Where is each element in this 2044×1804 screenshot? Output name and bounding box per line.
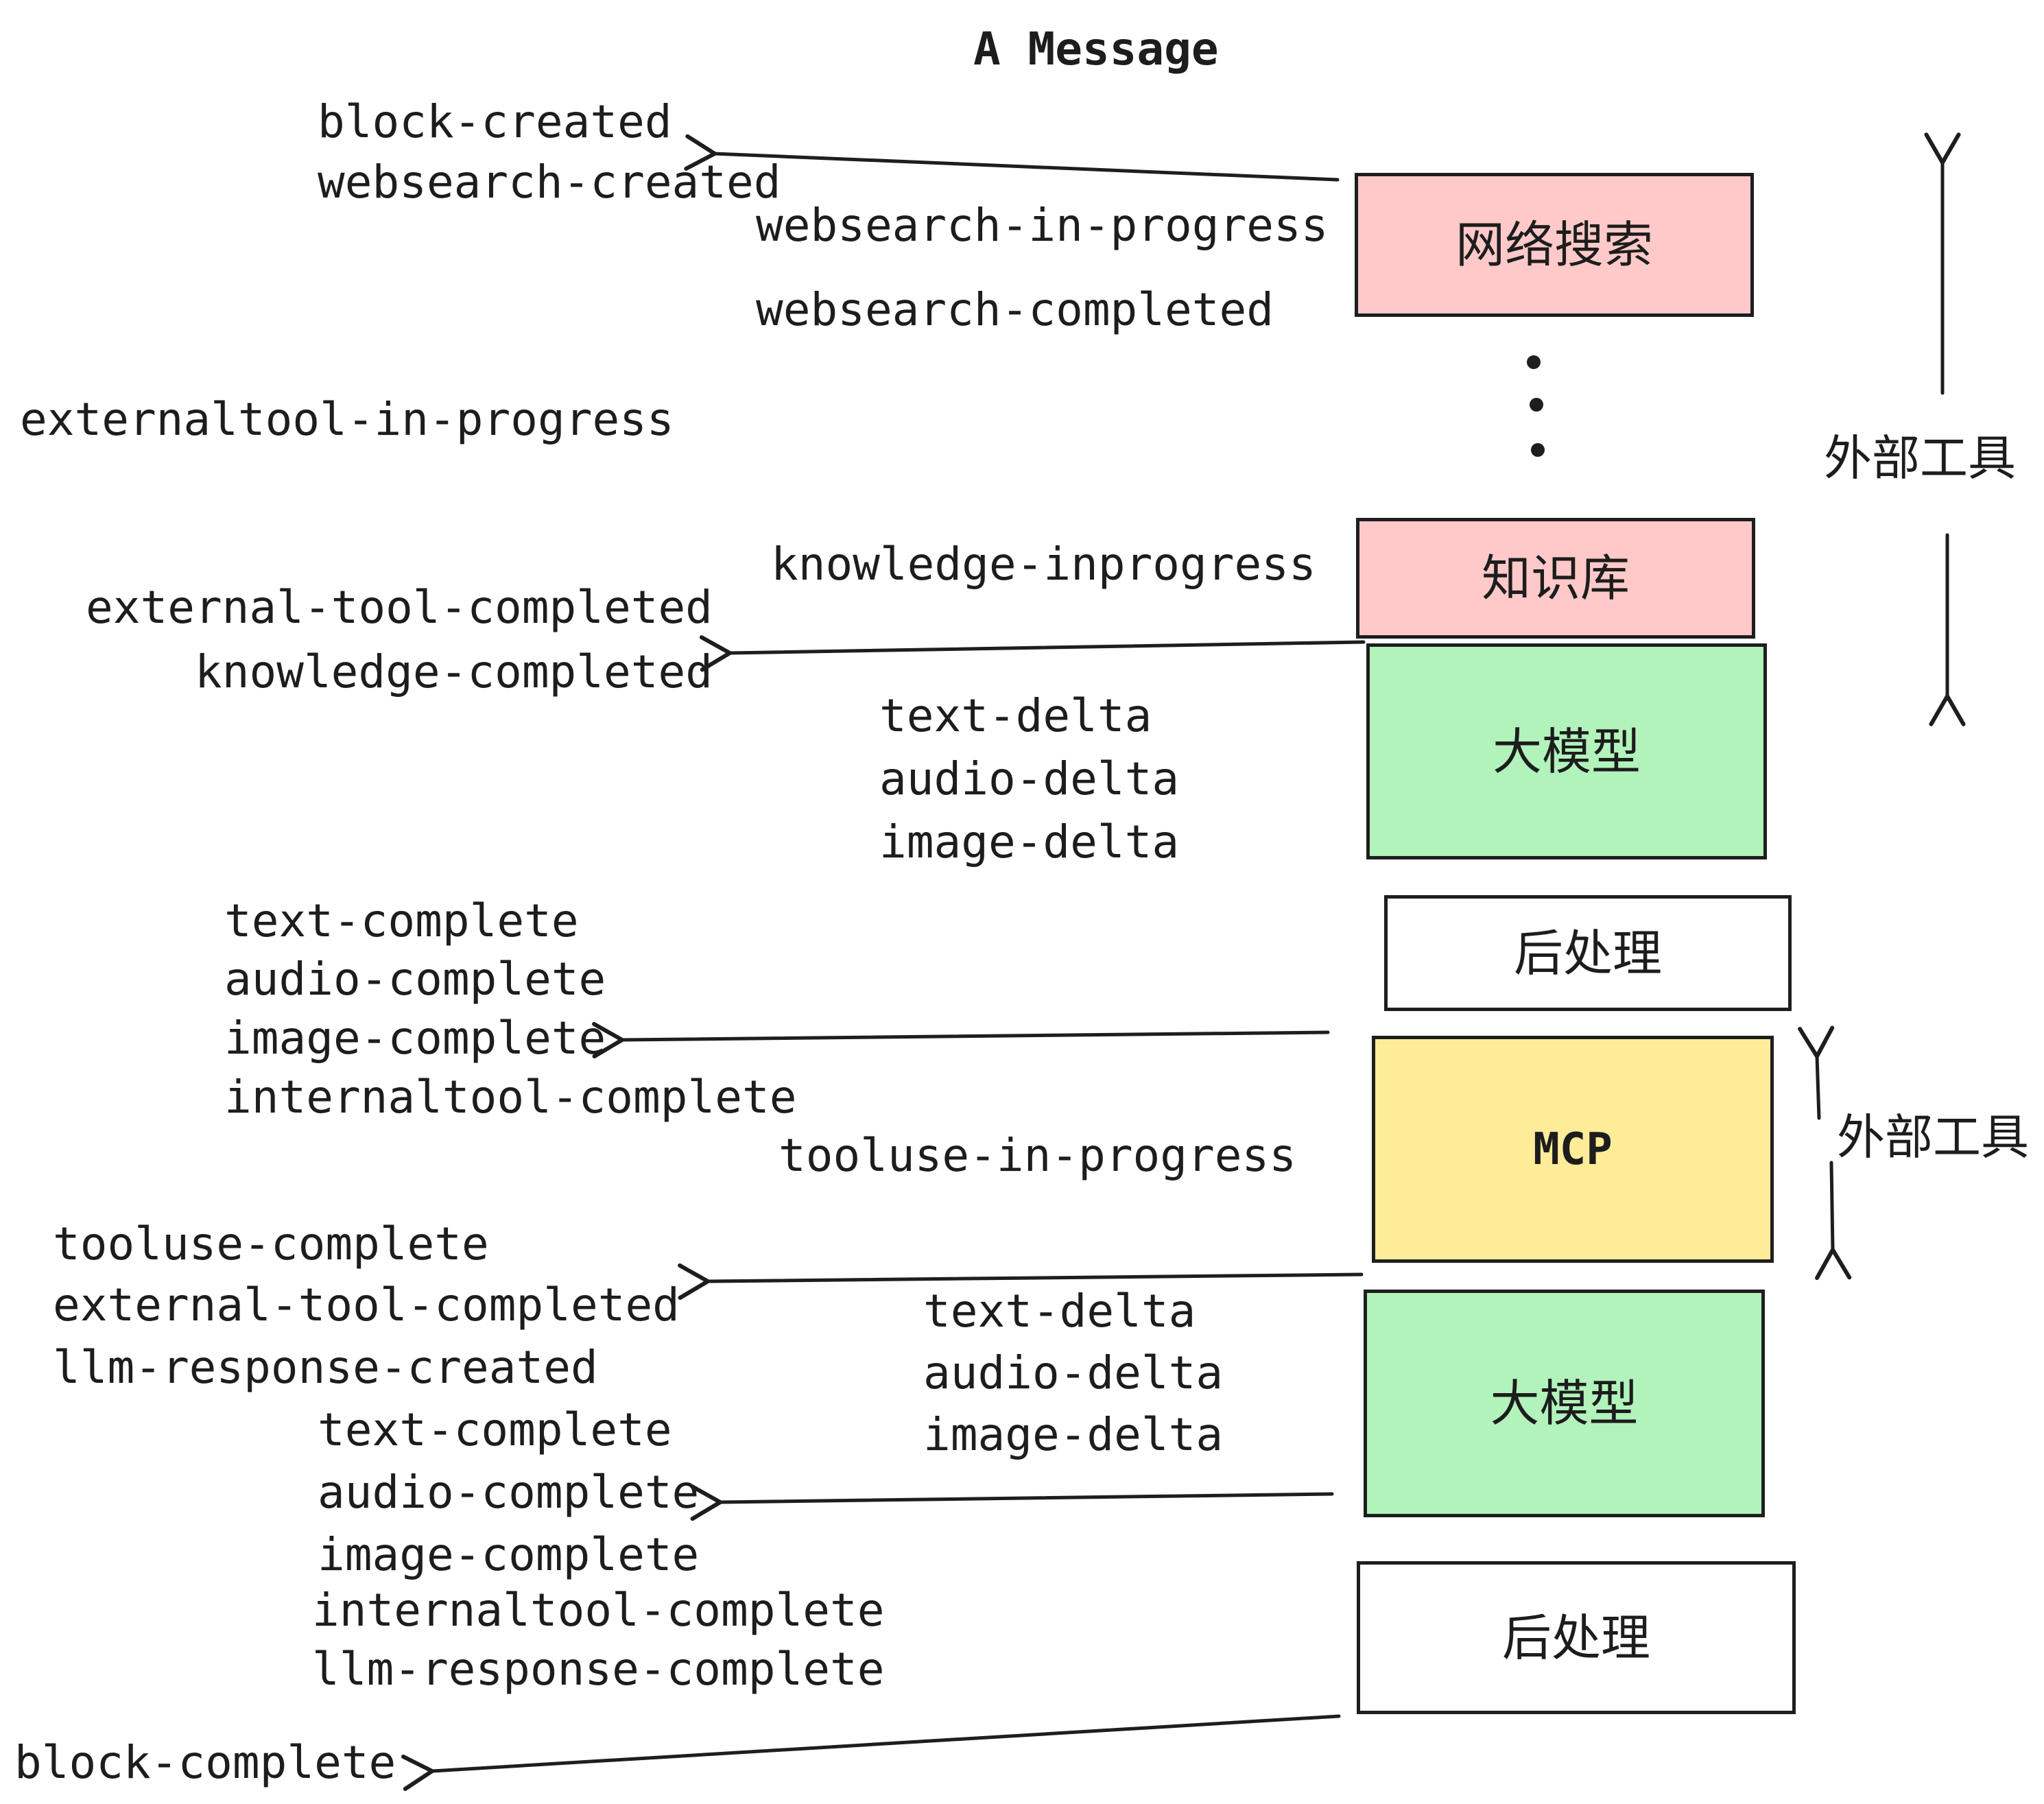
box-postprocess-1: 后处理 [1384, 895, 1792, 1011]
arrow-mcp-to-tooluse-complete [678, 1263, 1364, 1300]
event-websearch-in-progress: websearch-in-progress [756, 199, 1329, 252]
box-postprocess-2: 后处理 [1357, 1561, 1796, 1714]
box-mcp-label: MCP [1533, 1124, 1613, 1175]
event-audio-complete-2: audio-complete [318, 1466, 700, 1519]
box-postprocess-1-label: 后处理 [1513, 924, 1662, 982]
event-knowledge-completed: knowledge-completed [195, 645, 713, 698]
arrow-websearch-to-block-created [684, 134, 1340, 182]
arrow-llm2-to-audio-complete [689, 1484, 1334, 1521]
box-knowledge-label: 知识库 [1481, 549, 1630, 607]
event-audio-complete-1: audio-complete [224, 953, 606, 1006]
box-mcp: MCP [1372, 1036, 1774, 1263]
event-image-complete-1: image-complete [224, 1012, 606, 1065]
box-llm-1: 大模型 [1366, 643, 1767, 859]
box-llm-1-label: 大模型 [1492, 722, 1641, 781]
event-websearch-created: websearch-created [318, 156, 781, 209]
event-text-complete-2: text-complete [318, 1403, 672, 1456]
event-block-created: block-created [318, 95, 672, 148]
event-internaltool-complete-2: internaltool-complete [312, 1584, 885, 1637]
event-internaltool-complete-1: internaltool-complete [224, 1071, 797, 1124]
side-label-external-tools-1: 外部工具 [1824, 430, 2016, 486]
event-externaltool-in-progress: externaltool-in-progress [20, 393, 674, 446]
event-image-delta-2: image-delta [923, 1408, 1224, 1461]
box-llm-2-label: 大模型 [1490, 1375, 1639, 1432]
box-llm-2: 大模型 [1364, 1290, 1765, 1517]
event-llm-response-created: llm-response-created [53, 1341, 598, 1394]
box-knowledge: 知识库 [1356, 518, 1755, 639]
arrow-knowledge-to-knowledge-completed [699, 635, 1366, 672]
event-external-tool-completed-2: external-tool-completed [53, 1279, 680, 1331]
box-postprocess-2-label: 后处理 [1501, 1609, 1650, 1667]
event-text-delta-1: text-delta [879, 689, 1152, 742]
event-block-complete: block-complete [14, 1736, 396, 1789]
side-label-external-tools-2: 外部工具 [1837, 1109, 2029, 1165]
dot-3 [1531, 443, 1545, 457]
dot-2 [1530, 398, 1543, 412]
event-tooluse-complete: tooluse-complete [53, 1218, 489, 1270]
event-llm-response-complete: llm-response-complete [312, 1643, 885, 1696]
event-audio-delta-1: audio-delta [879, 752, 1180, 805]
event-image-delta-1: image-delta [879, 816, 1180, 868]
event-image-complete-2: image-complete [318, 1528, 700, 1581]
event-websearch-completed: websearch-completed [756, 283, 1274, 336]
event-tooluse-in-progress: tooluse-in-progress [779, 1129, 1296, 1182]
box-websearch: 网络搜索 [1355, 173, 1754, 317]
event-text-delta-2: text-delta [923, 1285, 1196, 1338]
arrow-post1-to-image-complete [592, 1021, 1330, 1059]
arrow-external-tools-up-2 [1798, 1025, 1835, 1120]
arrow-post2-to-block-complete [401, 1714, 1341, 1791]
dot-1 [1527, 355, 1541, 369]
box-websearch-label: 网络搜索 [1455, 216, 1653, 274]
arrow-external-tools-down-2 [1815, 1161, 1852, 1281]
vertical-ellipsis-dots [1527, 355, 1545, 457]
event-audio-delta-2: audio-delta [923, 1346, 1224, 1399]
event-external-tool-completed-1: external-tool-completed [86, 581, 713, 634]
event-knowledge-inprogress: knowledge-inprogress [771, 538, 1316, 591]
event-text-complete-1: text-complete [224, 894, 579, 947]
diagram-title: A Message [973, 23, 1219, 75]
